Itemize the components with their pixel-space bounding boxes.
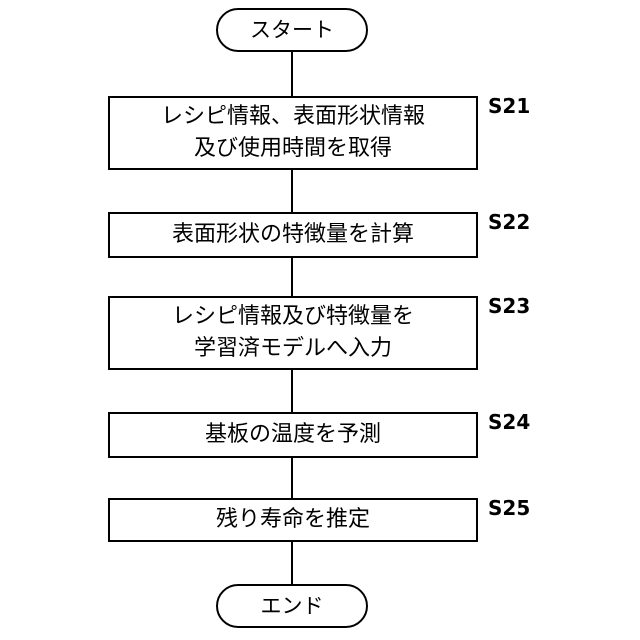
step-label-s22: S22	[488, 210, 530, 234]
s23-line-1: レシピ情報及び特徴量を	[172, 301, 414, 333]
s22-line-1: 表面形状の特徴量を計算	[172, 219, 414, 251]
end-terminal: エンド	[216, 584, 368, 628]
end-label: エンド	[261, 590, 324, 622]
process-box-s23: レシピ情報及び特徴量を 学習済モデルへ入力	[108, 296, 478, 370]
process-box-s21: レシピ情報、表面形状情報 及び使用時間を取得	[108, 96, 478, 170]
start-terminal: スタート	[216, 8, 368, 52]
process-box-s25: 残り寿命を推定	[108, 498, 478, 542]
step-label-s23: S23	[488, 294, 530, 318]
s24-line-1: 基板の温度を予測	[205, 419, 381, 451]
s21-line-2: 及び使用時間を取得	[194, 133, 392, 165]
step-label-s24: S24	[488, 410, 530, 434]
step-label-s21: S21	[488, 94, 530, 118]
process-box-s24: 基板の温度を予測	[108, 412, 478, 458]
process-box-s22: 表面形状の特徴量を計算	[108, 212, 478, 258]
start-label: スタート	[250, 14, 334, 46]
step-label-s25: S25	[488, 496, 530, 520]
s21-line-1: レシピ情報、表面形状情報	[161, 101, 425, 133]
s25-line-1: 残り寿命を推定	[216, 504, 370, 536]
s23-line-2: 学習済モデルへ入力	[194, 333, 392, 365]
